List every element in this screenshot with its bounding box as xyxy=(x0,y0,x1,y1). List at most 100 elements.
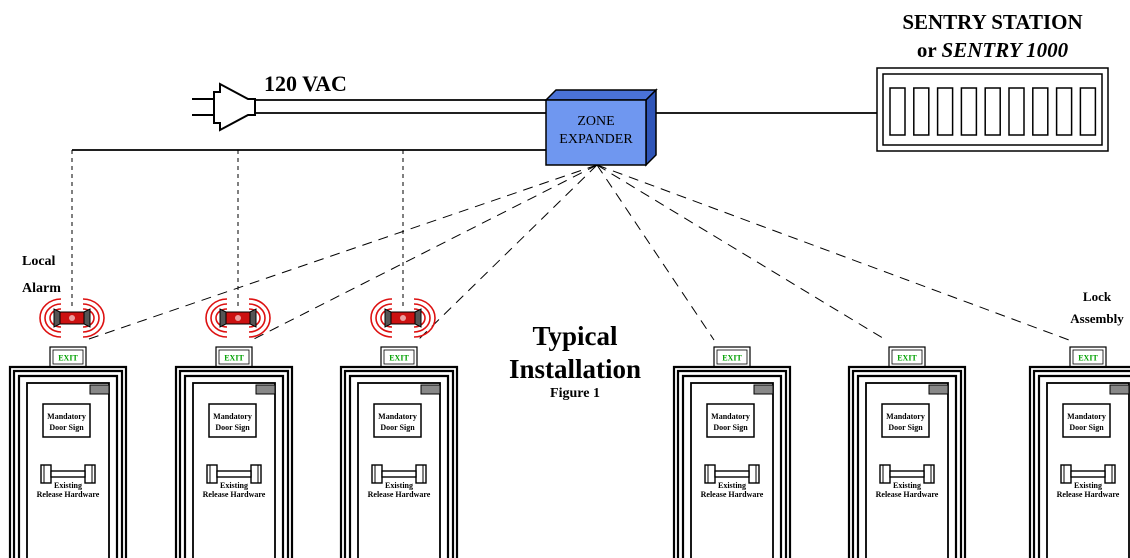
hardware-line2: Release Hardware xyxy=(701,490,764,499)
door-closer xyxy=(1109,384,1130,395)
sentry-slot xyxy=(1079,87,1097,136)
hardware-line2: Release Hardware xyxy=(368,490,431,499)
zone-expander-line1: ZONE xyxy=(577,114,615,129)
door-sign-line1: Mandatory xyxy=(886,412,925,421)
exit-sign-label: EXIT xyxy=(722,354,742,363)
hardware-line1: Existing xyxy=(385,481,413,490)
sentry-slot xyxy=(936,87,954,136)
power-label: 120 VAC xyxy=(264,71,347,96)
figure-title: Typical Installation Figure 1 xyxy=(490,320,660,402)
lock-signal-line xyxy=(417,164,598,341)
hardware-line2: Release Hardware xyxy=(203,490,266,499)
door-closer xyxy=(89,384,110,395)
sentry-slot xyxy=(984,87,1001,136)
hardware-line2: Release Hardware xyxy=(876,490,939,499)
zone-expander-box xyxy=(544,88,658,167)
door-sign-line2: Door Sign xyxy=(1069,423,1104,432)
door-sign-line1: Mandatory xyxy=(47,412,86,421)
hardware-line2: Release Hardware xyxy=(1057,490,1120,499)
power-cable xyxy=(255,99,546,114)
door-closer xyxy=(255,384,276,395)
local-alarm-line2: Alarm xyxy=(22,281,61,296)
exit-sign: EXIT xyxy=(215,346,253,368)
release-hardware-icon xyxy=(371,464,427,484)
door-sign-line1: Mandatory xyxy=(378,412,417,421)
hardware-line1: Existing xyxy=(893,481,921,490)
sentry-slot xyxy=(889,87,906,136)
door-sign-line1: Mandatory xyxy=(213,412,252,421)
sentry-slot xyxy=(1008,87,1025,136)
lock-assembly-line1: Lock xyxy=(1082,289,1112,304)
lock-signal-line xyxy=(85,164,598,341)
exit-sign: EXIT xyxy=(380,346,418,368)
release-hardware-icon xyxy=(704,464,760,484)
sentry-slot xyxy=(1055,87,1073,136)
local-alarm-icon xyxy=(39,298,105,338)
sentry-slot xyxy=(913,87,930,136)
lock-signal-line xyxy=(251,164,598,341)
exit-sign: EXIT xyxy=(713,346,751,368)
exit-sign-label: EXIT xyxy=(1078,354,1098,363)
lock-signal-line xyxy=(596,164,715,341)
lock-signal-line xyxy=(596,164,887,341)
sentry-slot xyxy=(1032,87,1049,136)
sentry-slot xyxy=(960,87,978,136)
exit-sign-label: EXIT xyxy=(897,354,917,363)
local-alarm-line1: Local xyxy=(22,254,56,269)
local-alarm-icon xyxy=(205,298,271,338)
exit-sign-label: EXIT xyxy=(224,354,244,363)
hardware-line1: Existing xyxy=(1074,481,1102,490)
title-line1: Typical xyxy=(532,321,618,351)
release-hardware-icon xyxy=(1060,464,1116,484)
zone-expander-label: ZONE EXPANDER xyxy=(546,113,646,149)
sentry-line2-prefix: or xyxy=(916,38,942,62)
zone-expander-line2: EXPANDER xyxy=(559,132,633,147)
door-sign-line2: Door Sign xyxy=(888,423,923,432)
door-sign-line2: Door Sign xyxy=(215,423,250,432)
door-closer xyxy=(420,384,441,395)
door-closer xyxy=(753,384,774,395)
lock-signal-line xyxy=(596,164,1070,341)
sentry-line2-italic: SENTRY 1000 xyxy=(941,38,1069,62)
door-closer xyxy=(928,384,949,395)
sentry-title: SENTRY STATION or SENTRY 1000 xyxy=(870,8,1115,64)
release-hardware-icon xyxy=(206,464,262,484)
exit-sign: EXIT xyxy=(888,346,926,368)
local-alarm-icon xyxy=(370,298,436,338)
sentry-station-panel xyxy=(876,67,1109,152)
door-sign-line2: Door Sign xyxy=(713,423,748,432)
exit-sign: EXIT xyxy=(49,346,87,368)
exit-sign-label: EXIT xyxy=(389,354,409,363)
hardware-line1: Existing xyxy=(718,481,746,490)
door-sign-line1: Mandatory xyxy=(711,412,750,421)
hardware-line1: Existing xyxy=(220,481,248,490)
door-sign-line2: Door Sign xyxy=(49,423,84,432)
release-hardware-icon xyxy=(40,464,96,484)
sentry-line1: SENTRY STATION xyxy=(902,10,1083,34)
exit-sign-label: EXIT xyxy=(58,354,78,363)
door-sign-line1: Mandatory xyxy=(1067,412,1106,421)
door-sign-line2: Door Sign xyxy=(380,423,415,432)
power-plug-icon xyxy=(192,82,256,132)
sentry-line2: or SENTRY 1000 xyxy=(870,36,1115,64)
title-line2: Installation xyxy=(508,354,642,384)
local-alarm-label: Local Alarm xyxy=(22,248,61,302)
figure-caption: Figure 1 xyxy=(550,386,600,401)
hardware-line2: Release Hardware xyxy=(37,490,100,499)
hardware-line1: Existing xyxy=(54,481,82,490)
lock-assembly-line2: Assembly xyxy=(1070,311,1124,326)
lock-assembly-label: Lock Assembly xyxy=(1064,286,1130,330)
release-hardware-icon xyxy=(879,464,935,484)
